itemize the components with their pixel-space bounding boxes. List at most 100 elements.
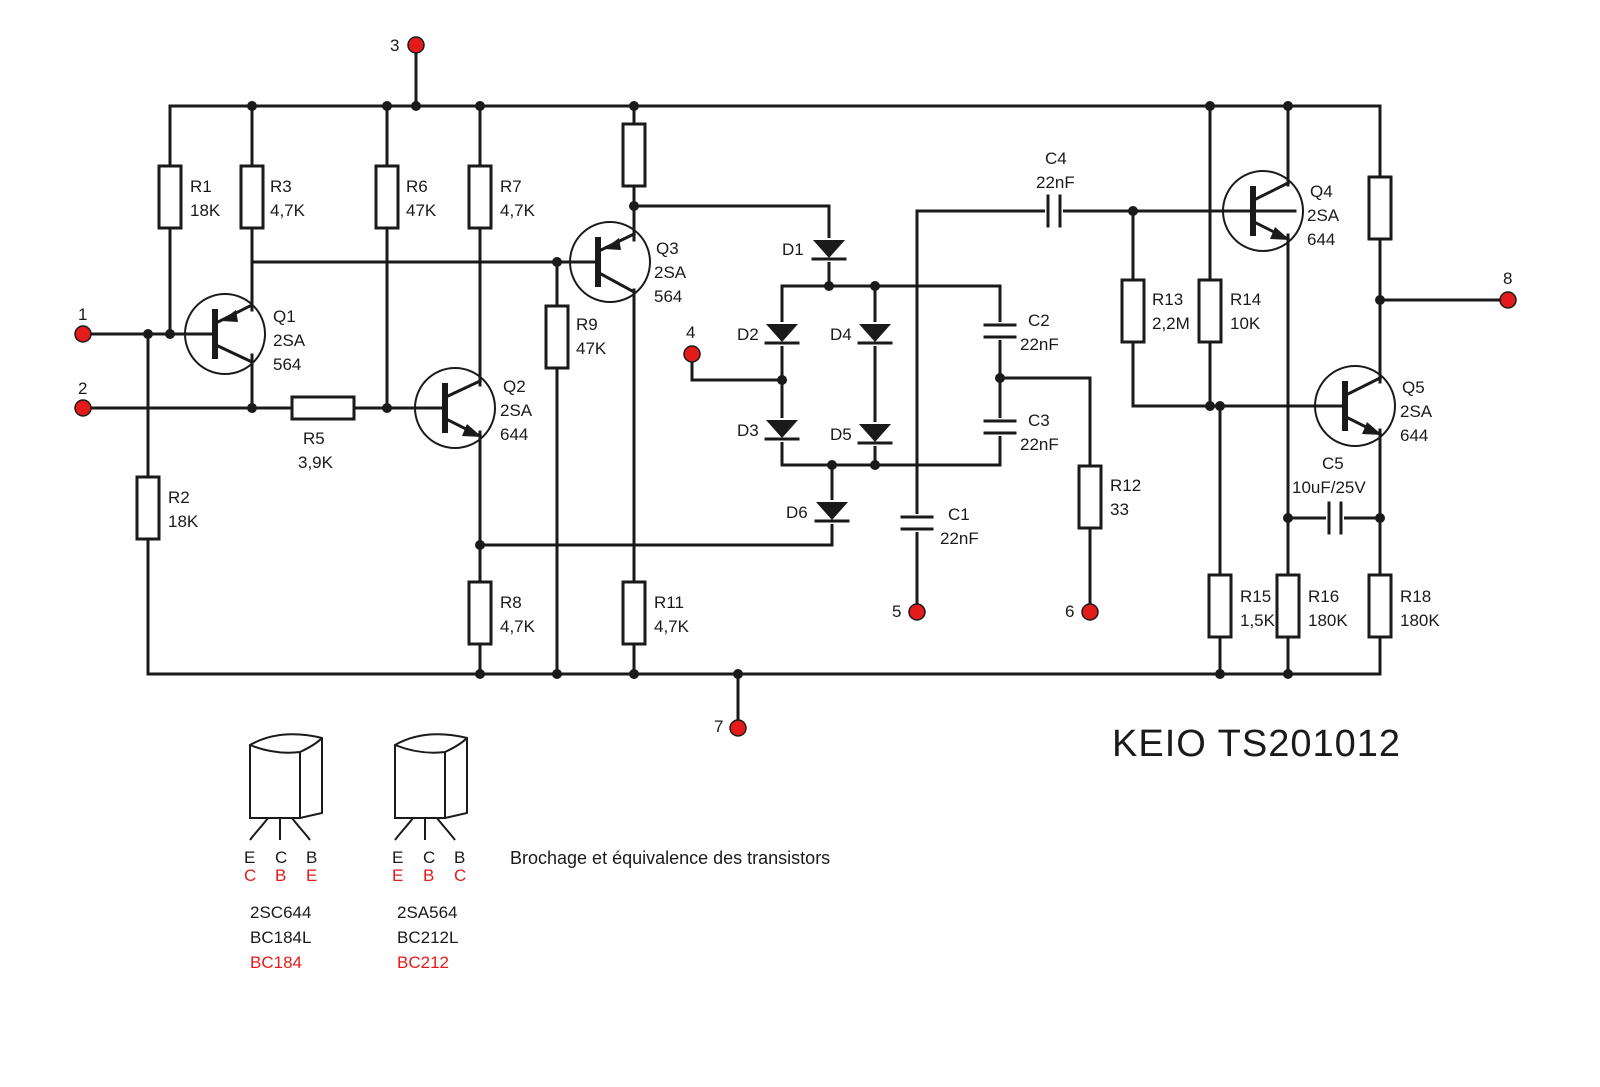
- q5-number: 644: [1400, 426, 1428, 445]
- terminal-5: [908, 603, 926, 621]
- c3-value: 22nF: [1020, 435, 1059, 454]
- terminal-6-label: 6: [1065, 602, 1074, 621]
- q4-body: [1222, 170, 1304, 252]
- d1-label: D1: [782, 240, 804, 259]
- pkg2-part-1: 2SA564: [397, 903, 458, 922]
- pinout-labels-2: E C B E B C 2SA564 BC212L BC212: [392, 848, 466, 972]
- r7-ref: R7: [500, 177, 522, 196]
- terminal-1-label: 1: [78, 305, 87, 324]
- c4-ref: C4: [1045, 149, 1067, 168]
- c1-ref: C1: [948, 505, 970, 524]
- r9-value: 47K: [576, 339, 607, 358]
- q1-type: 2SA: [273, 331, 306, 350]
- pinout-caption: Brochage et équivalence des transistors: [510, 848, 830, 868]
- terminal-4-label: 4: [686, 323, 695, 342]
- terminals: 1 2 3 4 5 6 7 8: [74, 36, 1517, 737]
- q4-ref: Q4: [1310, 182, 1333, 201]
- terminal-7-label: 7: [714, 717, 723, 736]
- component-labels: R1 18K R2 18K R3 4,7K R5 3,9K R6 47K R7 …: [168, 149, 1440, 636]
- r9-ref: R9: [576, 315, 598, 334]
- pkg1-part-1: 2SC644: [250, 903, 311, 922]
- c5-value: 10uF/25V: [1292, 478, 1366, 497]
- r6-value: 47K: [406, 201, 437, 220]
- q4-type: 2SA: [1307, 206, 1340, 225]
- pkg2-pin-c: C: [423, 848, 435, 867]
- q2-type: 2SA: [500, 401, 533, 420]
- r5-value: 3,9K: [298, 453, 334, 472]
- r13-ref: R13: [1152, 290, 1183, 309]
- r2-value: 18K: [168, 512, 199, 531]
- terminal-8-label: 8: [1503, 269, 1512, 288]
- c3-ref: C3: [1028, 411, 1050, 430]
- terminal-1: [74, 325, 92, 343]
- q1-body: [184, 293, 266, 375]
- pkg1-part-equiv: BC184: [250, 953, 302, 972]
- q3-number: 564: [654, 287, 682, 306]
- r18-body: [1367, 573, 1393, 639]
- pkg2-part-equiv: BC212: [397, 953, 449, 972]
- c4-value: 22nF: [1036, 173, 1075, 192]
- pkg1-pin-c: C: [275, 848, 287, 867]
- terminal-4: [683, 345, 701, 363]
- r18-ref: R18: [1400, 587, 1431, 606]
- r5-ref: R5: [303, 429, 325, 448]
- r6-body: [374, 164, 400, 230]
- pkg2-pin-equiv-2: B: [423, 866, 434, 885]
- terminal-2: [74, 399, 92, 417]
- pkg2-pin-equiv-1: E: [392, 866, 403, 885]
- d5-label: D5: [830, 425, 852, 444]
- d6-body: [814, 500, 850, 524]
- r15-ref: R15: [1240, 587, 1271, 606]
- r3-body: [239, 164, 265, 230]
- r2-ref: R2: [168, 488, 190, 507]
- r8-body: [467, 580, 493, 646]
- r9-body: [544, 304, 570, 370]
- r3-ref: R3: [270, 177, 292, 196]
- pkg1-pin-equiv-2: B: [275, 866, 286, 885]
- pkg1-pin-equiv-3: E: [306, 866, 317, 885]
- r5-body: [290, 395, 356, 421]
- schematic-title: KEIO TS201012: [1112, 723, 1401, 765]
- q3-ref: Q3: [656, 239, 679, 258]
- terminal-3: [407, 36, 425, 54]
- q3-type: 2SA: [654, 263, 687, 282]
- r6-ref: R6: [406, 177, 428, 196]
- r2-body: [135, 475, 161, 541]
- terminal-7: [729, 719, 747, 737]
- r14-ref: R14: [1230, 290, 1261, 309]
- c2-value: 22nF: [1020, 335, 1059, 354]
- r12-value: 33: [1110, 500, 1129, 519]
- r11-ref: R11: [654, 593, 684, 612]
- r-q3-collector-body: [621, 122, 647, 188]
- r1-ref: R1: [190, 177, 212, 196]
- q1-ref: Q1: [273, 307, 296, 326]
- r12-body: [1077, 464, 1103, 530]
- d6-label: D6: [786, 503, 808, 522]
- pkg2-pin-e: E: [392, 848, 403, 867]
- r8-value: 4,7K: [500, 617, 536, 636]
- c2-ref: C2: [1028, 311, 1050, 330]
- r8-ref: R8: [500, 593, 522, 612]
- pinout-package-1: [249, 733, 323, 841]
- capacitor-bodies: [900, 194, 1344, 535]
- pkg2-part-2: BC212L: [397, 928, 458, 947]
- q1-number: 564: [273, 355, 301, 374]
- r16-body: [1275, 573, 1301, 639]
- pkg1-pin-b: B: [306, 848, 317, 867]
- d2-label: D2: [737, 325, 759, 344]
- terminal-6: [1081, 603, 1099, 621]
- pkg1-pin-equiv-1: C: [244, 866, 256, 885]
- d1-body: [811, 238, 847, 262]
- q5-ref: Q5: [1402, 378, 1425, 397]
- q2-body: [414, 367, 496, 449]
- junction-dots: [143, 101, 1385, 679]
- r7-body: [467, 164, 493, 230]
- pkg2-pin-b: B: [454, 848, 465, 867]
- d5-body: [857, 422, 893, 446]
- r1-value: 18K: [190, 201, 221, 220]
- resistor-bodies: [135, 122, 1393, 646]
- pinout-package-2: [394, 733, 468, 841]
- d3-body: [764, 418, 800, 442]
- r11-body: [621, 580, 647, 646]
